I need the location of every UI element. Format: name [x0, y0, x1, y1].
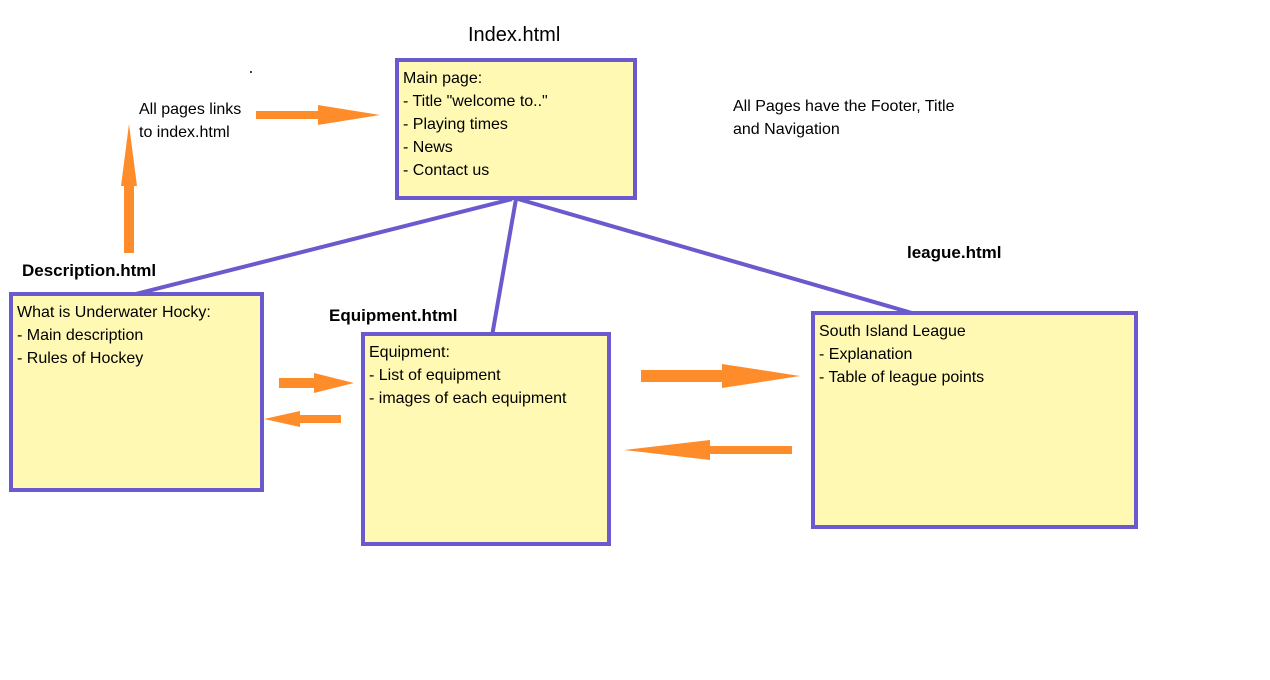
- league-title: league.html: [907, 243, 1002, 262]
- arrow-left-league-to-equipment: [624, 440, 792, 460]
- links-note: All pages links to index.html: [139, 98, 241, 144]
- connector-index-description: [119, 197, 513, 300]
- index-box: Main page: - Title "welcome to.." - Play…: [395, 58, 637, 200]
- index-item: - Contact us: [403, 162, 490, 179]
- index-item: - News: [403, 139, 453, 156]
- connector-index-league: [517, 197, 913, 315]
- index-title: Index.html: [468, 24, 561, 46]
- equipment-item: - images of each equipment: [369, 390, 567, 407]
- common-elements-note: All Pages have the Footer, Title and Nav…: [733, 95, 954, 141]
- arrow-right-to-index: [256, 105, 380, 125]
- description-item: - Rules of Hockey: [17, 350, 144, 367]
- league-item: - Table of league points: [819, 369, 985, 386]
- common-note-line: and Navigation: [733, 121, 840, 138]
- arrow-up-from-description: [121, 124, 137, 253]
- index-item: - Playing times: [403, 116, 508, 133]
- stray-dot: [250, 71, 252, 73]
- arrow-right-description-to-equipment: [279, 373, 354, 393]
- description-box: What is Underwater Hocky: - Main descrip…: [9, 292, 264, 492]
- common-note-line: All Pages have the Footer, Title: [733, 98, 955, 115]
- links-note-line: All pages links: [139, 101, 242, 118]
- arrow-left-equipment-to-description: [264, 411, 341, 427]
- league-item: - Explanation: [819, 346, 913, 363]
- links-note-line: to index.html: [139, 124, 230, 141]
- description-title: Description.html: [22, 261, 157, 280]
- equipment-item: Equipment:: [369, 344, 450, 361]
- arrow-right-equipment-to-league: [641, 364, 800, 388]
- equipment-box: Equipment: - List of equipment - images …: [361, 332, 611, 546]
- description-item: - Main description: [17, 327, 144, 344]
- league-box: South Island League - Explanation - Tabl…: [811, 311, 1138, 529]
- equipment-title: Equipment.html: [329, 306, 458, 325]
- league-item: South Island League: [819, 323, 966, 340]
- description-item: What is Underwater Hocky:: [17, 304, 211, 321]
- equipment-item: - List of equipment: [369, 367, 501, 384]
- index-item: Main page:: [403, 70, 483, 87]
- index-item: - Title "welcome to..": [403, 93, 548, 110]
- connector-index-equipment: [490, 198, 518, 337]
